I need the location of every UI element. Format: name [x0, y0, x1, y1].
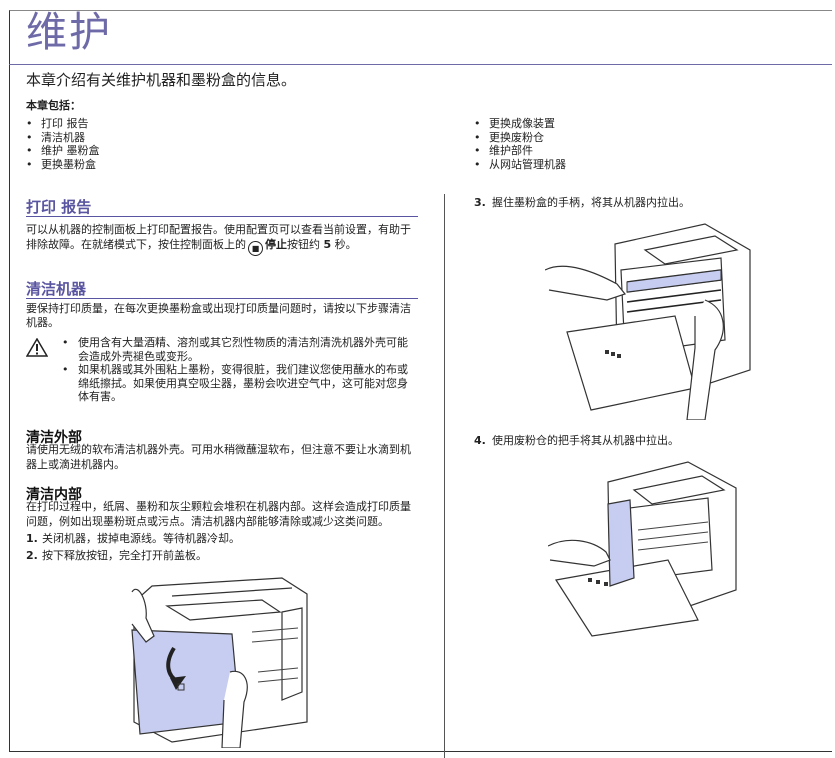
- caution-list: 使用含有大量酒精、溶剂或其它烈性物质的清洁剂清洗机器外壳可能会造成外壳褪色或变形…: [60, 336, 416, 404]
- caution-item: 如果机器或其外围粘上墨粉，变得很脏，我们建议您使用蘸水的布或绵纸擦拭。如果使用真…: [60, 363, 416, 404]
- cleaning-intro: 要保持打印质量，在每次更换墨粉盒或出现打印质量问题时，请按以下步骤清洁机器。: [26, 302, 411, 329]
- chapter-intro: 本章介绍有关维护机器和墨粉盒的信息。: [26, 71, 297, 89]
- contents-item[interactable]: 清洁机器: [26, 131, 100, 145]
- contents-item[interactable]: 从网站管理机器: [474, 158, 566, 172]
- stop-button-label: 停止: [265, 238, 287, 251]
- waste-toner-removal-illustration: [548, 461, 737, 637]
- print-report-text: 可以从机器的控制面板上打印配置报告。使用配置页可以查看当前设置，有助于排除故障。…: [26, 222, 418, 256]
- exterior-text: 请使用无绒的软布清洁机器外壳。可用水稍微蘸湿软布，但注意不要让水滴到机器上或滴进…: [26, 443, 411, 471]
- subsection-title-exterior: 清洁外部: [26, 430, 82, 446]
- subsection-title-interior: 清洁内部: [26, 487, 82, 503]
- contents-list-left: 打印 报告 清洁机器 维护 墨粉盒 更换墨粉盒: [26, 117, 100, 171]
- page-frame: [9, 10, 832, 752]
- interior-text: 在打印过程中，纸屑、墨粉和灰尘颗粒会堆积在机器内部。这样会造成打印质量问题，例如…: [26, 500, 411, 528]
- title-rule: [9, 64, 832, 65]
- caution-icon: [26, 338, 48, 357]
- contents-item[interactable]: 更换成像装置: [474, 117, 566, 131]
- stop-icon: ■: [248, 241, 263, 256]
- toner-removal-illustration: [545, 223, 751, 420]
- step-1: 1.关闭机器，拔掉电源线。等待机器冷却。: [26, 532, 240, 545]
- section-title-cleaning: 清洁机器: [26, 280, 87, 298]
- contents-item[interactable]: 打印 报告: [26, 117, 100, 131]
- caution-item: 使用含有大量酒精、溶剂或其它烈性物质的清洁剂清洗机器外壳可能会造成外壳褪色或变形…: [60, 336, 416, 363]
- step-3: 3.握住墨粉盒的手柄，将其从机器内拉出。: [474, 196, 690, 209]
- section-rule: [26, 298, 418, 299]
- section-title-print-report: 打印 报告: [26, 198, 92, 216]
- contents-item[interactable]: 维护部件: [474, 144, 566, 158]
- contents-item[interactable]: 更换墨粉盒: [26, 158, 100, 172]
- contents-item[interactable]: 更换废粉仓: [474, 131, 566, 145]
- contents-item[interactable]: 维护 墨粉盒: [26, 144, 100, 158]
- column-divider: [444, 194, 445, 758]
- step-2: 2.按下释放按钮，完全打开前盖板。: [26, 549, 207, 562]
- section-rule: [26, 216, 418, 217]
- contents-heading: 本章包括：: [26, 99, 81, 112]
- chapter-title: 维护: [26, 8, 112, 56]
- contents-list-right: 更换成像装置 更换废粉仓 维护部件 从网站管理机器: [474, 117, 566, 171]
- step-4: 4.使用废粉仓的把手将其从机器中拉出。: [474, 434, 679, 447]
- printer-open-cover-illustration: [131, 577, 308, 748]
